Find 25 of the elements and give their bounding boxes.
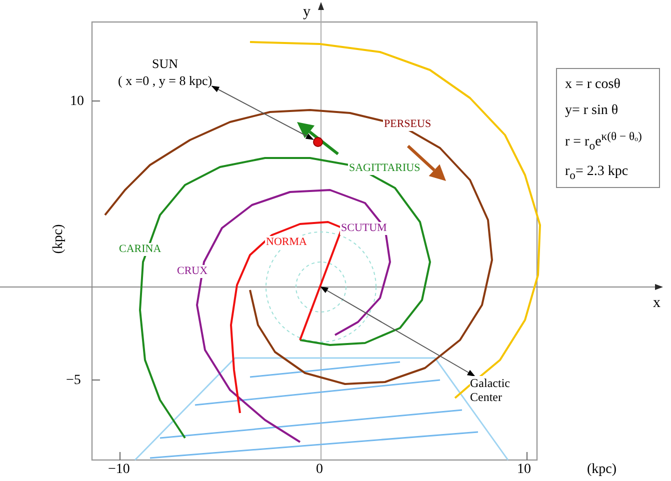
equation: y= r sin θ bbox=[565, 103, 620, 119]
arm-label: NORMA bbox=[265, 236, 308, 249]
leader-line bbox=[320, 286, 476, 376]
equation: r$_{o}$= 2.3 kpc bbox=[565, 164, 630, 184]
tick-label: −10 bbox=[108, 463, 130, 477]
leader-line bbox=[211, 86, 314, 140]
formula-box bbox=[556, 68, 660, 188]
axis-label: (kpc) bbox=[587, 463, 617, 477]
arm-label: SAGITTARIUS bbox=[348, 162, 422, 175]
equation: r = r$_{o}$e$^{κ(θ − θₒ)}$ bbox=[565, 129, 643, 154]
arm-label: CARINA bbox=[118, 243, 162, 256]
tick-label: 10 bbox=[70, 95, 84, 109]
tick-label: 10 bbox=[517, 463, 531, 477]
sun-label: SUN bbox=[151, 55, 180, 72]
arm-label: PERSEUS bbox=[383, 118, 432, 131]
arm-label: CRUX bbox=[176, 265, 209, 278]
equation: x = r cosθ bbox=[565, 77, 622, 93]
axis-label: y bbox=[303, 5, 310, 20]
axis-label: (kpc) bbox=[52, 224, 66, 254]
sun-dot bbox=[313, 137, 323, 147]
axis-label: x bbox=[653, 296, 660, 311]
tick-label: −5 bbox=[66, 374, 81, 388]
arm-label: SCUTUM bbox=[340, 222, 388, 235]
coordinate-label: ( x =0 , y = 8 kpc) bbox=[118, 72, 212, 89]
tick-label: 0 bbox=[316, 463, 323, 477]
